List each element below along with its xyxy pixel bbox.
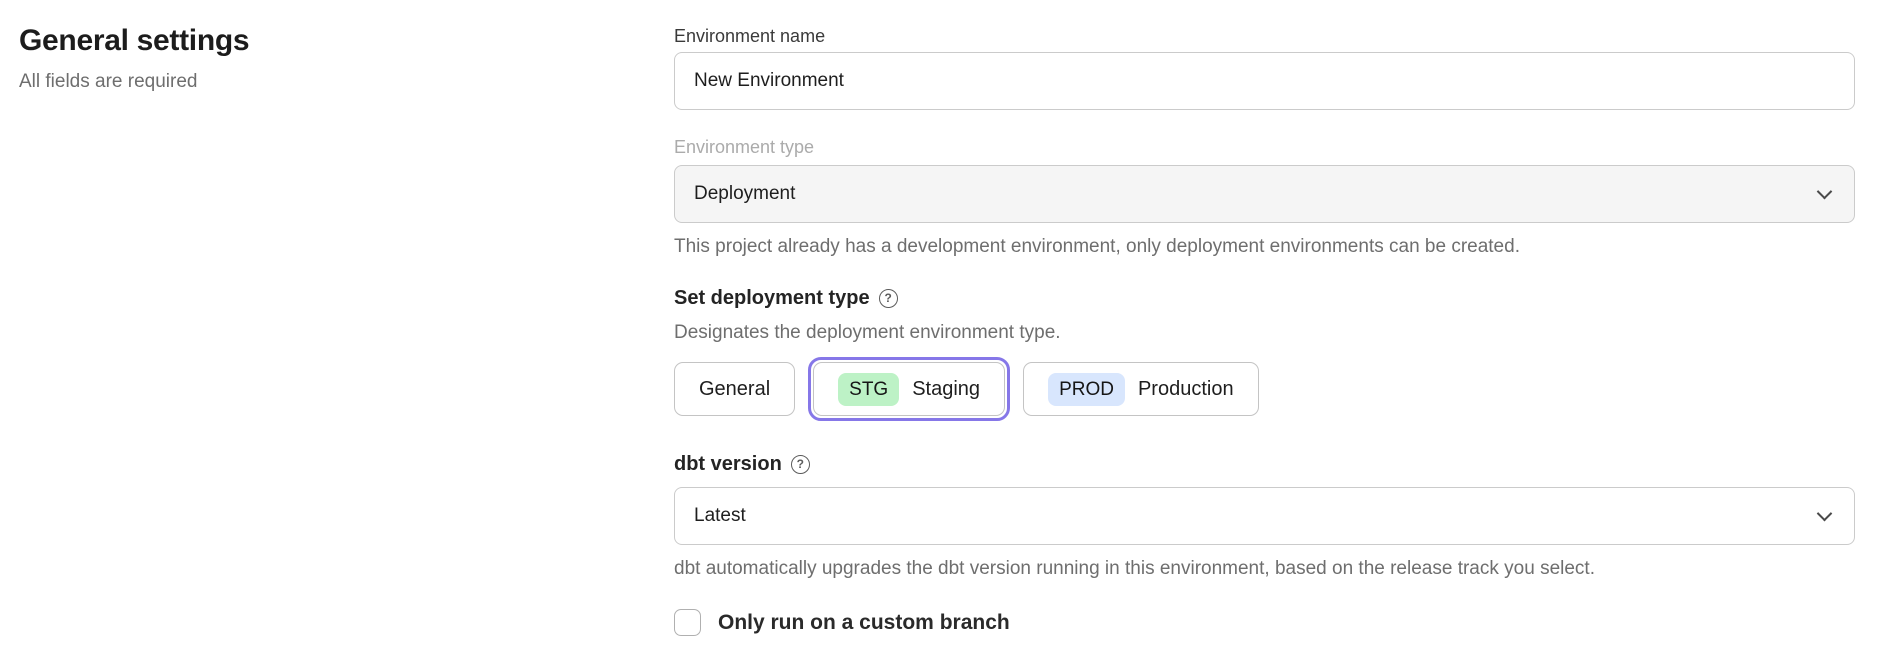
chevron-down-icon [1816,183,1833,200]
dbt-version-select[interactable]: Latest [674,487,1855,545]
dbt-version-helper: dbt automatically upgrades the dbt versi… [674,558,1595,579]
deployment-type-staging-selected-ring: STG Staging [808,357,1011,421]
settings-intro: General settings All fields are required [19,22,579,94]
deployment-type-heading-text: Set deployment type [674,287,870,309]
page-title: General settings [19,24,250,57]
deployment-type-heading: Set deployment type ? [674,285,1855,311]
staging-badge: STG [838,372,900,406]
dbt-version-heading-text: dbt version [674,453,782,475]
environment-name-label: Environment name [674,26,826,46]
custom-branch-label[interactable]: Only run on a custom branch [718,610,1010,634]
deployment-type-staging-label: Staging [912,377,981,400]
help-icon[interactable]: ? [790,454,810,474]
chevron-down-icon [1816,505,1833,522]
custom-branch-checkbox[interactable] [674,609,701,636]
deployment-type-general-label: General [699,377,771,400]
deployment-type-staging-button[interactable]: STG Staging [813,362,1006,416]
deployment-type-description: Designates the deployment environment ty… [674,322,1061,343]
help-icon[interactable]: ? [878,288,898,308]
dbt-version-heading: dbt version ? [674,451,1855,477]
environment-name-input[interactable] [674,52,1855,110]
deployment-type-options: General STG Staging PROD Production [674,357,1855,421]
production-badge: PROD [1048,372,1125,406]
environment-type-label: Environment type [674,137,815,157]
deployment-type-general-button[interactable]: General [674,362,796,416]
environment-settings-form: Environment name Environment type Deploy… [674,24,1855,636]
environment-type-value: Deployment [694,183,796,204]
environment-type-select: Deployment [674,165,1855,223]
environment-type-helper: This project already has a development e… [674,236,1520,257]
deployment-type-production-label: Production [1137,377,1234,400]
page-subtitle: All fields are required [19,71,198,92]
custom-branch-row: Only run on a custom branch [674,609,1855,636]
dbt-version-value: Latest [694,505,746,526]
deployment-type-production-button[interactable]: PROD Production [1023,362,1259,416]
